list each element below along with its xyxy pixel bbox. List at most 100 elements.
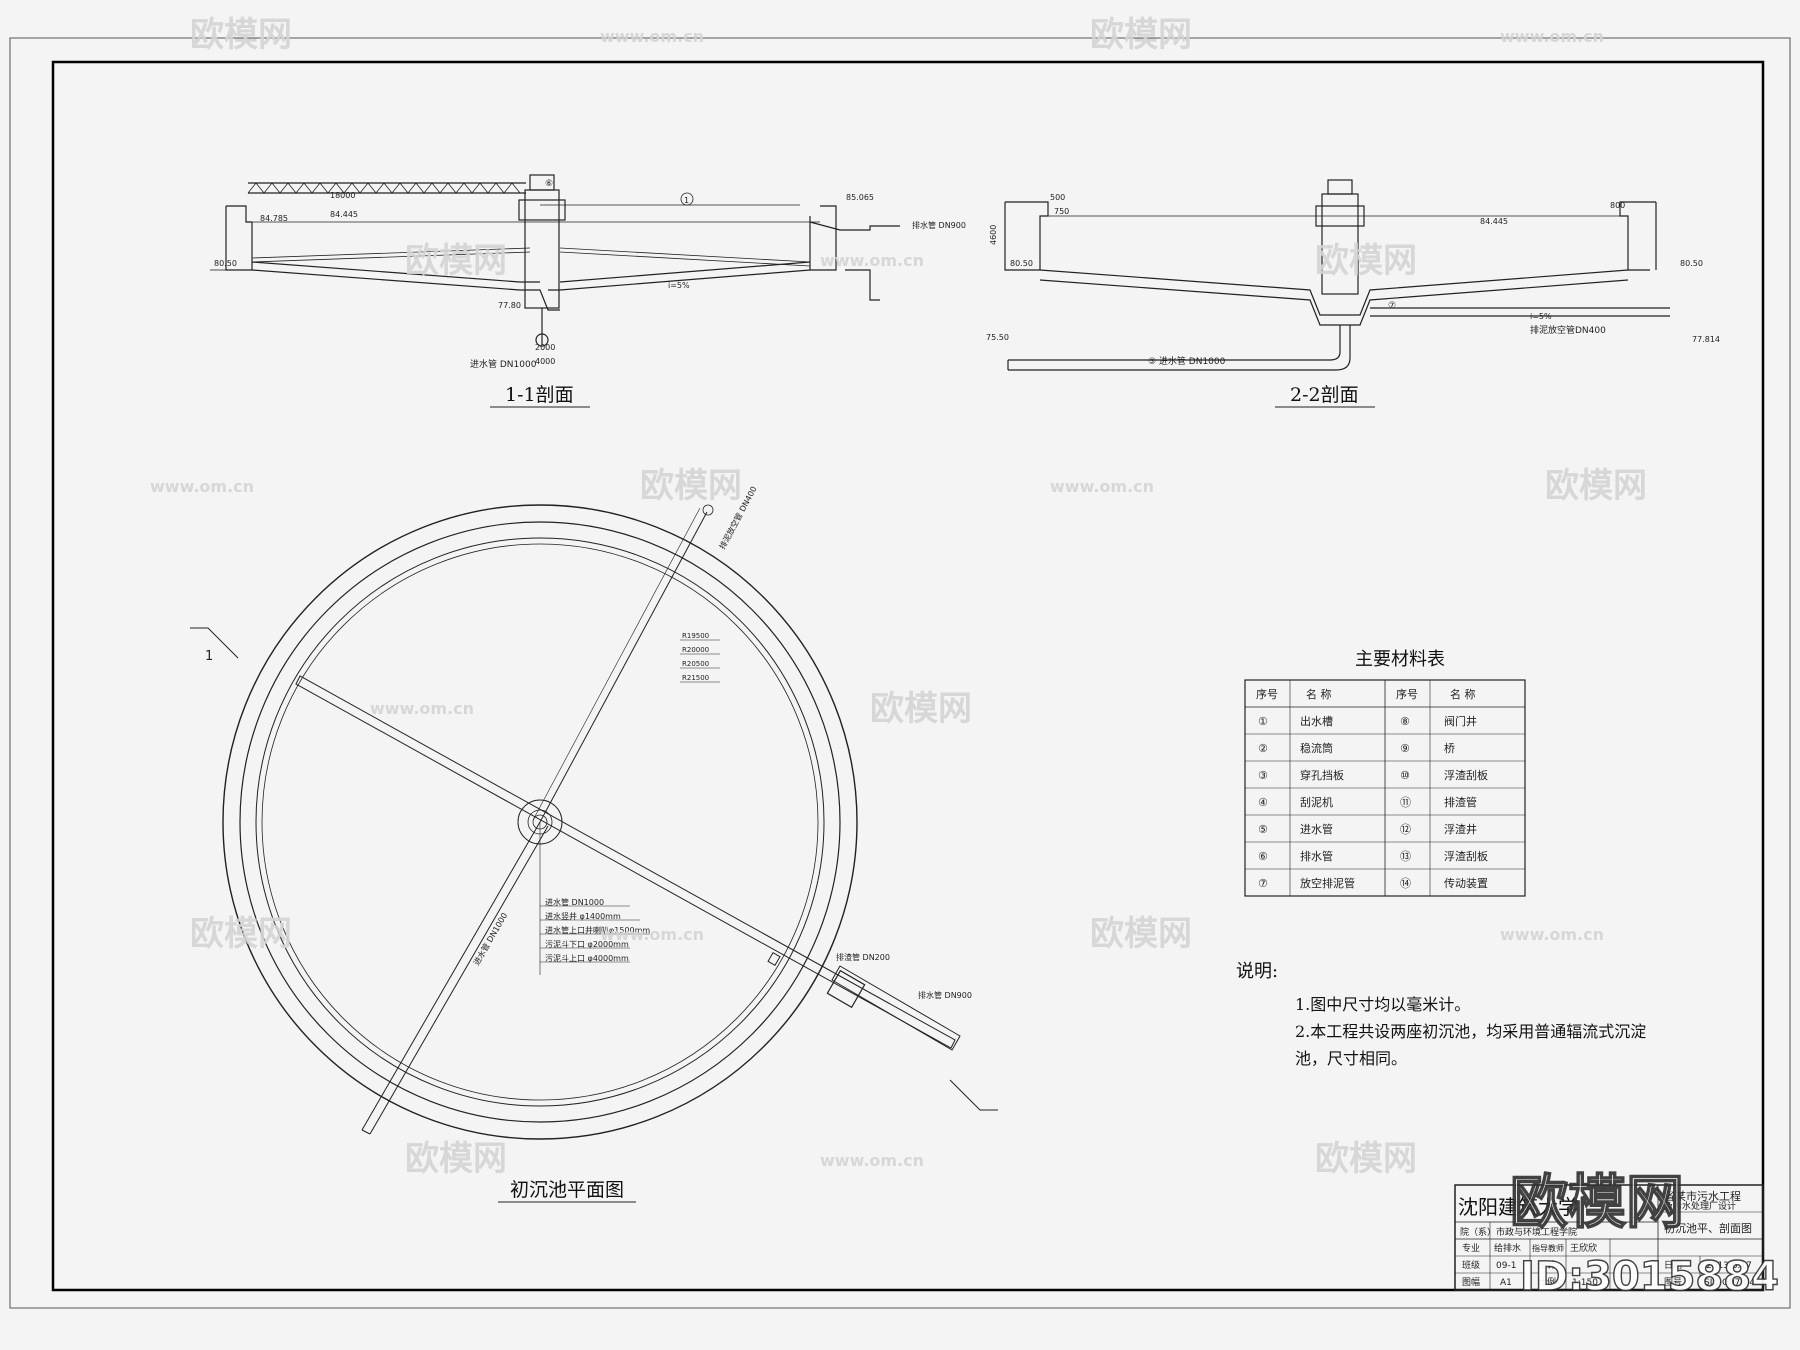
mt-r5-c0: ⑥ [1258, 850, 1268, 863]
tb-class-label: 班级 [1462, 1259, 1480, 1271]
plan-inlet-label: 进水管 DN1000 [471, 911, 509, 967]
mt-r1-c2: ⑨ [1400, 742, 1410, 755]
plan-section-mark: 1 [205, 649, 213, 664]
mt-r4-c0: ⑤ [1258, 823, 1268, 836]
s1-elev-left: 84.785 [260, 214, 288, 223]
s2-dim-800: 800 [1610, 201, 1625, 210]
section-2-2 [1004, 179, 1670, 371]
plan-leader-1: 进水竖井 φ1400mm [545, 911, 621, 921]
mt-r5-c2: ⑬ [1400, 850, 1411, 863]
tb-project-1: 省某市污水工程 [1664, 1189, 1741, 1203]
mt-r0-c2: ⑧ [1400, 715, 1410, 728]
section-1-1 [210, 174, 900, 347]
mt-r1-c1: 稳流筒 [1300, 741, 1333, 755]
s2-circle-mark: ⑦ [1388, 301, 1396, 311]
s1-elev-top: 85.065 [846, 193, 874, 202]
mt-r1-c3: 桥 [1444, 742, 1455, 755]
mt-r4-c3: 浮渣井 [1444, 822, 1477, 836]
mt-r0-c1: 出水槽 [1300, 714, 1333, 728]
tb-design-label: 设计 [1538, 1259, 1556, 1271]
s2-elev-water: 84.445 [1480, 217, 1508, 226]
s1-circle-no: 1 [684, 196, 689, 205]
tb-no-label: 图号 [1664, 1277, 1682, 1288]
s2-elev-pipe: 75.50 [986, 333, 1009, 342]
tb-project-2: 及污水处理厂设计 [1664, 1200, 1736, 1212]
wm-brand-10: 欧模网 [405, 1139, 507, 1179]
s1-dim-a: 2000 [535, 343, 555, 352]
plan-leader-3: 污泥斗下口 φ2000mm [545, 939, 629, 949]
notes-line-2: 2.本工程共设两座初沉池，均采用普通辐流式沉淀 [1295, 1022, 1646, 1041]
wm-brand-8: 欧模网 [190, 914, 292, 954]
tb-sheet-label: 图幅 [1462, 1276, 1480, 1288]
s2-inlet-pipe: ⑤ 进水管 DN1000 [1148, 355, 1226, 367]
mt-r6-c3: 传动装置 [1444, 877, 1488, 890]
s1-drain-pipe: 排水管 DN900 [912, 220, 966, 230]
mt-r3-c3: 排渣管 [1444, 795, 1477, 809]
wm-site-6: www.om.cn [370, 699, 474, 718]
s2-title: 2-2剖面 [1290, 384, 1359, 406]
mt-r4-c2: ⑫ [1400, 823, 1411, 836]
tb-date-label: 日期 [1664, 1260, 1682, 1271]
mt-r4-c1: 进水管 [1300, 822, 1333, 836]
notes-line-1: 1.图中尺寸均以毫米计。 [1295, 995, 1470, 1014]
tb-date-value: 2013.6.17 [1706, 1261, 1752, 1271]
mt-r2-c0: ③ [1258, 769, 1268, 782]
s1-elev-water: 84.445 [330, 210, 358, 219]
plan-leader-4: 污泥斗上口 φ4000mm [545, 953, 629, 963]
tb-class-value: 09-1 [1496, 1261, 1516, 1271]
wm-brand-6: 欧模网 [1545, 466, 1647, 506]
wm-brand-1: 欧模网 [190, 15, 292, 55]
plan-radius-2: R20500 [682, 660, 709, 668]
wm-site-9: www.om.cn [820, 1151, 924, 1170]
outer-border [9, 37, 1791, 1309]
wm-brand-3: 欧模网 [405, 241, 507, 281]
s2-dim-750: 750 [1054, 207, 1069, 216]
s1-inlet-pipe: 进水管 DN1000 [470, 358, 537, 370]
s2-elev-right: 80.50 [1680, 259, 1703, 268]
s1-elev-bottom: 77.80 [498, 301, 521, 310]
tb-school: 沈阳建筑大学 [1458, 1195, 1578, 1219]
wm-site-8: www.om.cn [1500, 925, 1604, 944]
tb-dept-value: 市政与环境工程学院 [1496, 1226, 1577, 1238]
plan-radius-3: R21500 [682, 674, 709, 682]
tb-scale-label: 比例 [1538, 1276, 1556, 1288]
s1-circle-mark: ⑥ [545, 179, 553, 189]
plan-view [190, 504, 998, 1140]
wm-brand-2: 欧模网 [1090, 15, 1192, 55]
mt-r1-c0: ② [1258, 742, 1268, 755]
wm-brand-5: 欧模网 [640, 466, 742, 506]
s2-dim-4600: 4600 [989, 225, 998, 245]
materials-title: 主要材料表 [1355, 649, 1445, 670]
mt-header-2: 序号 [1396, 687, 1418, 701]
plan-scum-pipe: 排渣管 DN200 [836, 952, 890, 962]
wm-brand-7: 欧模网 [870, 689, 972, 729]
s1-dim-b: 4000 [535, 357, 555, 366]
wm-brand-11: 欧模网 [1315, 1139, 1417, 1179]
mt-r2-c2: ⑩ [1400, 769, 1410, 782]
s2-elev-ground: 80.50 [1010, 259, 1033, 268]
s1-circle-marker [680, 192, 694, 206]
tb-advisor-label: 指导教师 [1532, 1243, 1564, 1253]
wm-corner-id: ID:3015884 [1520, 1254, 1779, 1300]
wm-site-5: www.om.cn [1050, 477, 1154, 496]
notes-line-3: 池，尺寸相同。 [1295, 1049, 1407, 1068]
wm-brand-4: 欧模网 [1315, 241, 1417, 281]
watermarks: 欧模网 欧模网 欧模网 欧模网 欧模网 欧模网 欧模网 欧模网 欧模网 欧模网 … [150, 15, 1647, 1179]
tb-advisor-value: 王欣欣 [1570, 1242, 1597, 1254]
s2-sludge-pipe: 排泥放空管DN400 [1530, 324, 1606, 336]
wm-site-7: www.om.cn [600, 925, 704, 944]
s2-elev-outlet: 77.814 [1692, 335, 1720, 344]
wm-site-3: www.om.cn [820, 251, 924, 270]
mt-r2-c1: 穿孔挡板 [1300, 768, 1344, 782]
s1-slope: i=5% [668, 281, 690, 290]
s1-elev-width: 18000 [330, 191, 355, 200]
mt-r6-c1: 放空排泥管 [1300, 876, 1355, 890]
mt-r5-c3: 浮渣刮板 [1444, 849, 1488, 863]
mt-r3-c1: 刮泥机 [1300, 795, 1333, 809]
mt-r3-c2: ⑪ [1400, 796, 1411, 809]
wm-site-1: www.om.cn [600, 27, 704, 46]
mt-r6-c0: ⑦ [1258, 877, 1268, 890]
tb-no-value: SJZ-G07-04 [1704, 1278, 1755, 1288]
s2-slope: i=5% [1530, 312, 1552, 321]
